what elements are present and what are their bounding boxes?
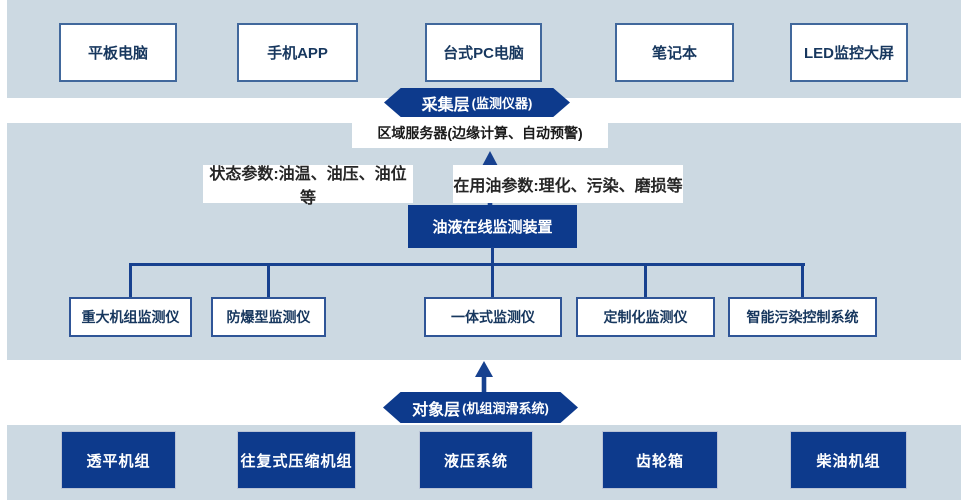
equipment-box-hydraulic-system: 液压系统 <box>419 431 533 489</box>
object-layer-subtitle: (机组润滑系统) <box>462 401 549 416</box>
object-layer-banner: 对象层 (机组润滑系统) <box>383 392 578 423</box>
equipment-box-turbine: 透平机组 <box>61 431 176 489</box>
collection-layer-subtitle: (监测仪器) <box>471 96 533 111</box>
device-box-laptop: 笔记本 <box>615 23 734 82</box>
collection-layer-banner: 采集层 (监测仪器) <box>384 88 570 117</box>
monitor-box-major-unit: 重大机组监测仪 <box>69 297 192 337</box>
device-box-desktop-pc: 台式PC电脑 <box>425 23 542 82</box>
equipment-box-diesel-unit: 柴油机组 <box>790 431 907 489</box>
device-box-led-screen: LED监控大屏 <box>790 23 908 82</box>
connector-drop-line-3 <box>491 263 494 297</box>
equipment-box-reciprocating-compressor: 往复式压缩机组 <box>237 431 356 489</box>
connector-horizontal-line <box>129 263 805 266</box>
regional-server-box: 区域服务器(边缘计算、自动预警) <box>352 118 608 148</box>
monitor-box-explosion-proof: 防爆型监测仪 <box>211 297 326 337</box>
oil-online-monitor-hub-box: 油液在线监测装置 <box>408 205 577 248</box>
object-layer-title: 对象层 <box>412 401 461 419</box>
monitor-box-customized: 定制化监测仪 <box>576 297 715 337</box>
up-arrow-icon <box>475 361 493 392</box>
monitor-box-integrated: 一体式监测仪 <box>424 297 562 337</box>
device-box-mobile-app: 手机APP <box>237 23 358 82</box>
collection-layer-title: 采集层 <box>421 96 470 114</box>
connector-drop-line-1 <box>129 263 132 297</box>
connector-stub-line <box>491 247 494 263</box>
connector-drop-line-2 <box>267 263 270 297</box>
connector-drop-line-4 <box>644 263 647 297</box>
status-params-label: 状态参数:油温、油压、油位等 <box>203 165 413 207</box>
equipment-box-gearbox: 齿轮箱 <box>602 431 718 489</box>
monitor-box-pollution-control: 智能污染控制系统 <box>728 297 877 337</box>
device-box-tablet: 平板电脑 <box>59 23 177 82</box>
connector-drop-line-5 <box>801 263 804 297</box>
oil-params-label: 在用油参数:理化、污染、磨损等 <box>453 165 683 203</box>
